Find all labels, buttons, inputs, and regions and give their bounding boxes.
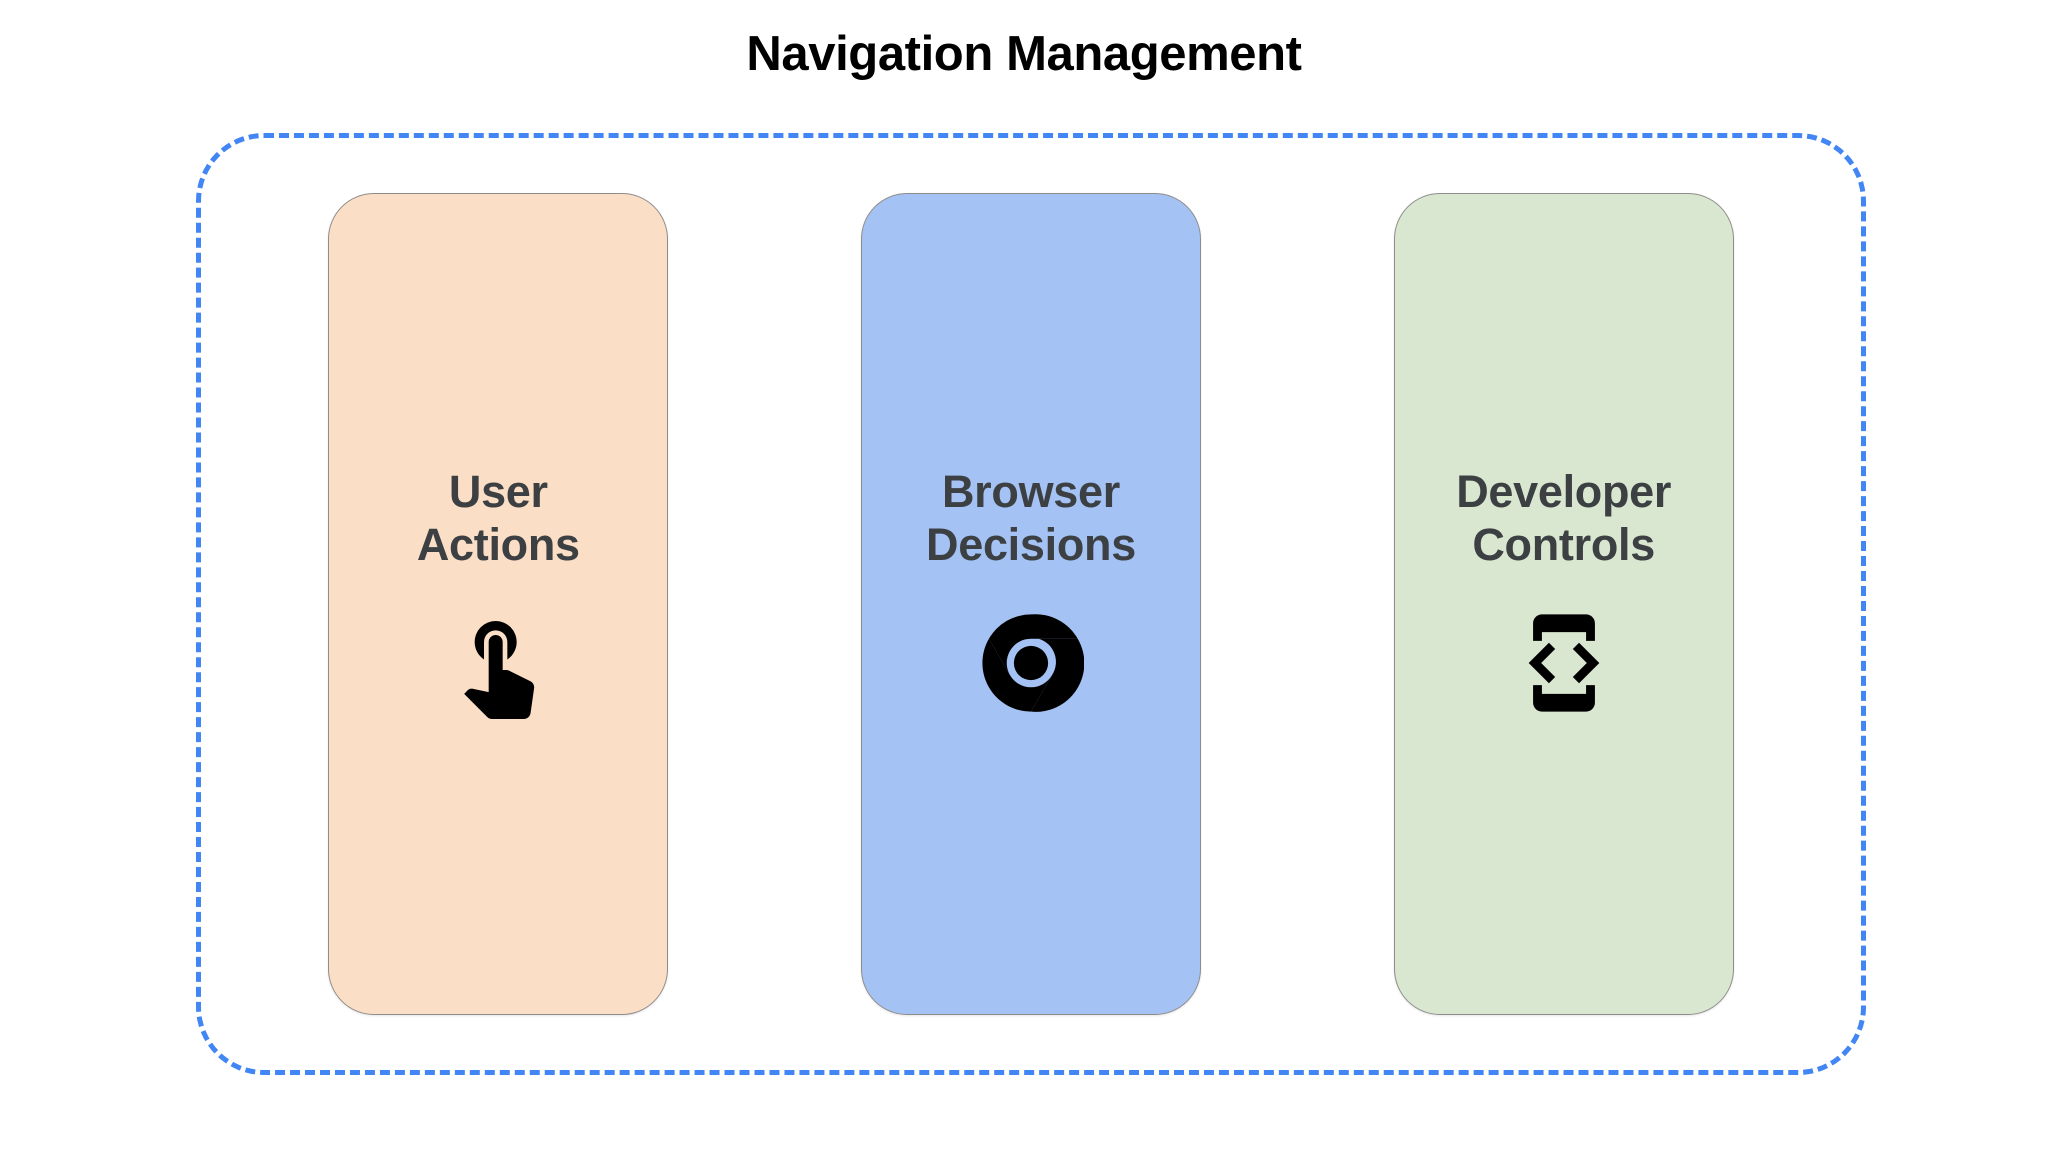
chrome-logo-icon xyxy=(975,607,1087,719)
page-title: Navigation Management xyxy=(746,27,1302,81)
card-developer-controls[interactable]: Developer Controls xyxy=(1393,193,1734,1015)
card-user-actions[interactable]: User Actions xyxy=(328,193,669,1015)
touch-app-icon xyxy=(442,607,554,720)
navigation-management-group-border xyxy=(196,133,1866,1075)
card-content-browser-decisions: Browser Decisions xyxy=(926,465,1136,719)
developer-mode-icon xyxy=(1508,607,1620,719)
card-label-browser-decisions: Browser Decisions xyxy=(926,465,1136,570)
cards-row: User Actions Browser Decisions xyxy=(196,133,1866,1075)
card-label-user-actions: User Actions xyxy=(416,465,580,570)
card-label-developer-controls: Developer Controls xyxy=(1456,465,1672,570)
card-content-developer-controls: Developer Controls xyxy=(1456,465,1671,719)
card-content-user-actions: User Actions xyxy=(416,465,580,720)
card-browser-decisions[interactable]: Browser Decisions xyxy=(860,193,1201,1015)
